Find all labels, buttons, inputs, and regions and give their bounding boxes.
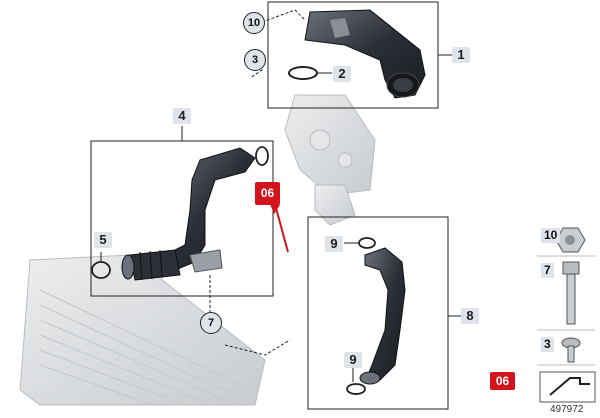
o-ring-upper	[255, 146, 269, 166]
legend-nut	[555, 227, 586, 253]
legend-badge: 06	[490, 372, 515, 390]
o-ring-9-upper	[358, 237, 376, 249]
legend-bolt	[562, 261, 580, 325]
o-ring-2	[288, 66, 318, 80]
legend-num-3: 3	[541, 337, 554, 352]
diagram-number: 497972	[550, 404, 584, 415]
callout-3[interactable]: 3	[244, 49, 266, 71]
legend-num-7: 7	[541, 263, 554, 278]
callout-2[interactable]: 2	[333, 66, 351, 82]
callout-9-upper[interactable]: 9	[325, 236, 343, 252]
turbo-ghost	[284, 94, 376, 226]
air-intake-hose[interactable]	[304, 9, 426, 99]
legend-screw	[561, 337, 581, 363]
highlight-arrow	[270, 204, 289, 253]
callout-8[interactable]: 8	[461, 308, 479, 324]
callout-4[interactable]: 4	[173, 108, 191, 124]
legend-num-10: 10	[541, 228, 561, 243]
intercooler-ghost	[19, 254, 266, 406]
callout-7[interactable]: 7	[200, 312, 222, 334]
charge-air-pipe[interactable]	[121, 147, 256, 281]
o-ring-9-lower	[346, 383, 366, 395]
callout-5[interactable]: 5	[94, 232, 112, 248]
callout-10[interactable]: 10	[243, 12, 265, 34]
group-box-8	[307, 216, 449, 410]
highlight-badge: 06	[255, 182, 280, 205]
callout-9-lower[interactable]: 9	[344, 352, 362, 368]
arrow-box-icon	[539, 371, 596, 403]
callout-1[interactable]: 1	[452, 47, 470, 63]
boost-pipe[interactable]	[359, 247, 406, 385]
